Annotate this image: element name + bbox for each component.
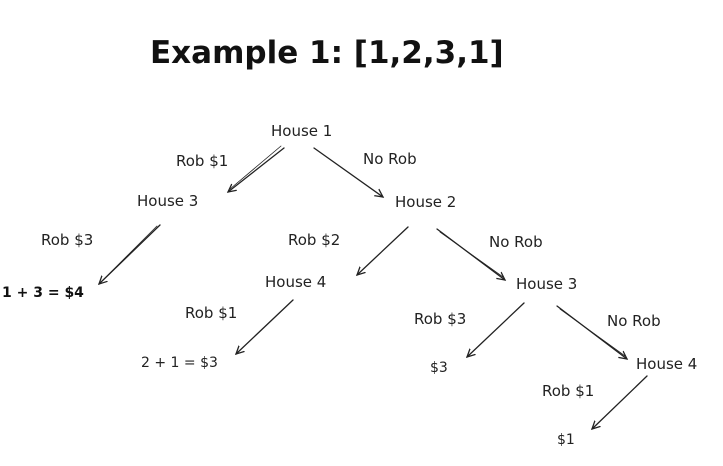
node-house4-mid: House 4 [265,273,326,291]
edge-house1-house2 [313,147,383,197]
result-4: 1 + 3 = $4 [2,285,84,301]
result-3b: $3 [430,360,448,376]
node-house4-right: House 4 [636,355,697,373]
node-house3-right: House 3 [516,275,577,293]
edge-label-rob1-mid: Rob $1 [185,304,237,322]
edge-label-rob1-top: Rob $1 [176,152,228,170]
edges [99,145,648,429]
edge-label-rob3-right: Rob $3 [414,310,466,328]
edge-label-norob-right: No Rob [607,312,661,330]
result-1: $1 [557,432,575,448]
edge-house1-house3-stroke [229,145,282,190]
edge-label-rob3-left: Rob $3 [41,231,93,249]
edge-house2-house4 [357,226,409,275]
node-house1: House 1 [271,122,332,140]
edge-label-rob2: Rob $2 [288,231,340,249]
edge-house4-result1 [592,375,648,429]
node-house2: House 2 [395,193,456,211]
edge-labels: Rob $1 No Rob Rob $3 Rob $2 No Rob Rob $… [41,150,661,400]
nodes: House 1 House 3 House 2 House 4 House 3 … [137,122,697,373]
results: 1 + 3 = $4 2 + 1 = $3 $3 $1 [2,285,575,448]
edge-house1-house3 [228,147,285,192]
edge-house3-result3b [467,302,525,357]
edge-house3-result4-stroke [101,225,158,282]
edge-house4-result3a [236,299,294,354]
edge-label-norob-mid: No Rob [489,233,543,251]
edge-label-rob1-bottom: Rob $1 [542,382,594,400]
edge-house2-house3-stroke [439,231,504,278]
result-3a: 2 + 1 = $3 [141,355,218,371]
diagram-title: Example 1: [1,2,3,1] [150,35,504,71]
edge-house3-house4-stroke [559,308,626,357]
node-house3-left: House 3 [137,192,198,210]
edge-label-norob-top: No Rob [363,150,417,168]
